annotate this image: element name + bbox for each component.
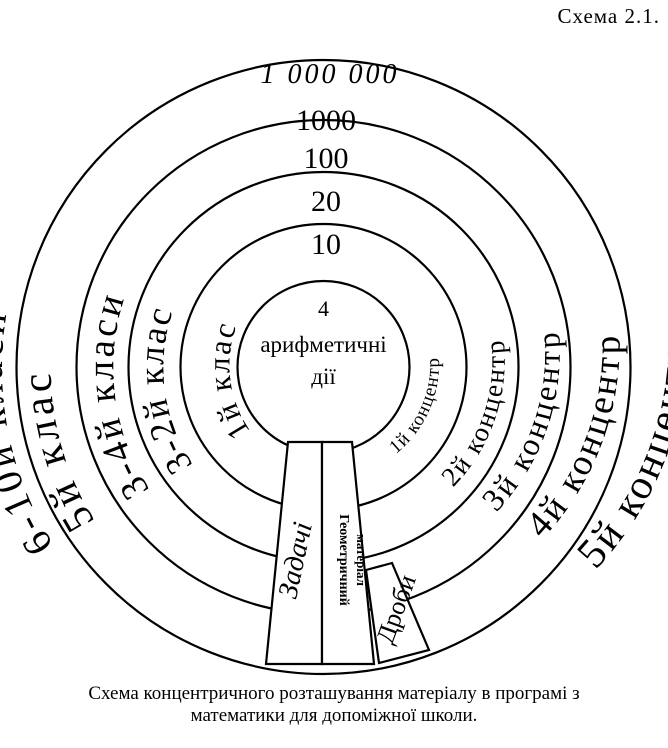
class-label-1-path: 1й клас bbox=[201, 317, 254, 447]
concentric-scheme-diagram: 4 арифметичні дії 10 20 100 1000 1 000 0… bbox=[0, 58, 668, 676]
number-label-1000: 1000 bbox=[296, 104, 356, 137]
diagram-caption: Схема концентричного розташування матері… bbox=[0, 683, 668, 727]
geometry-label-2: матеріал bbox=[354, 534, 369, 586]
scheme-number-label: Схема 2.1. bbox=[557, 4, 660, 28]
geometry-label-1: Геометричний bbox=[336, 514, 351, 606]
concentre-label-1: 1й концентр bbox=[385, 357, 444, 458]
caption-line-2: математики для допоміжної школи. bbox=[190, 705, 478, 726]
number-label-10: 10 bbox=[311, 228, 341, 261]
number-label-100: 100 bbox=[304, 142, 349, 175]
class-label-2-path: 3-2й клас bbox=[131, 301, 198, 481]
center-label: арифметичні bbox=[260, 332, 386, 357]
ring-5 bbox=[15, 58, 632, 676]
center-number: 4 bbox=[318, 296, 329, 321]
geometry-strip bbox=[320, 440, 376, 666]
caption-line-1: Схема концентричного розташування матері… bbox=[88, 683, 580, 704]
number-label-20: 20 bbox=[311, 185, 341, 218]
class-label-2: 3-2й клас bbox=[131, 301, 200, 481]
concentre-label-1-path: 1й концентр bbox=[385, 357, 443, 458]
number-label-1000000: 1 000 000 bbox=[261, 59, 400, 90]
center-label-2: дії bbox=[311, 364, 336, 389]
fractions-strip bbox=[364, 561, 431, 665]
class-label-1: 1й клас bbox=[201, 317, 256, 447]
